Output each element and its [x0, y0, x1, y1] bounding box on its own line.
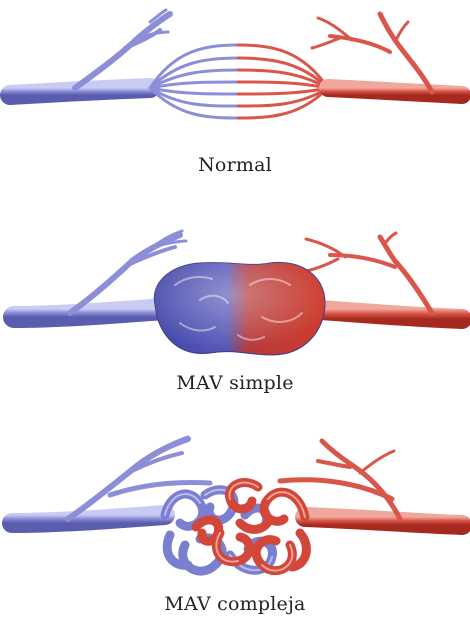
caption-mav-compleja: MAV compleja — [0, 593, 470, 615]
panel-mav-simple: MAV simple — [0, 205, 470, 410]
panel-mav-compleja: MAV compleja — [0, 415, 470, 619]
panel-normal: Normal — [0, 0, 470, 200]
caption-normal: Normal — [0, 154, 470, 176]
mav-compleja-illustration — [0, 415, 470, 619]
caption-mav-simple: MAV simple — [0, 372, 470, 394]
